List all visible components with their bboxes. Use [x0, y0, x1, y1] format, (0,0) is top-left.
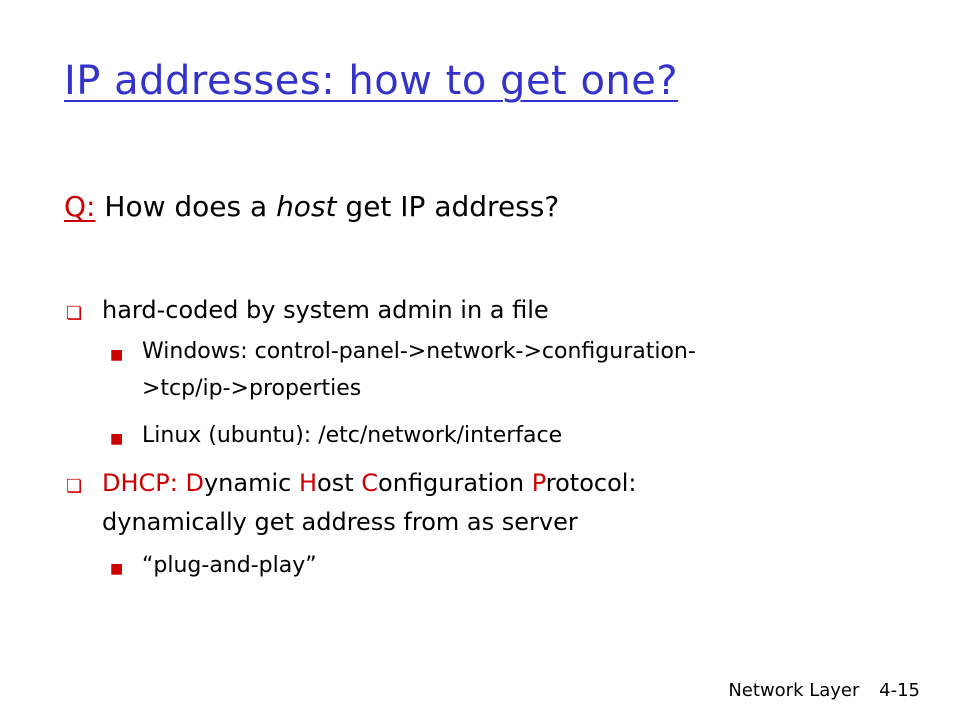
sub-bullet-windows-line2: >tcp/ip->properties: [142, 376, 362, 401]
bullet-dhcp-line2: dynamically get address from as server: [102, 508, 578, 536]
question-text-post: get IP address?: [345, 190, 560, 223]
small-square-bullet-icon: ■: [110, 347, 124, 363]
word-ynamic: ynamic: [203, 469, 292, 497]
page-title: IP addresses: how to get one?: [64, 58, 679, 104]
small-square-bullet-icon: ■: [110, 561, 124, 577]
letter-c: C: [361, 469, 379, 497]
question-line: Q: How does a host get IP address?: [64, 190, 559, 223]
slide-footer: Network Layer 4-15: [728, 680, 920, 701]
letter-d: D: [185, 469, 204, 497]
footer-section: Network Layer: [728, 680, 860, 701]
dhcp-expansion: Dynamic Host Configuration Protocol:: [185, 469, 636, 497]
question-host-word: host: [276, 190, 337, 223]
bullet-dhcp-line1: DHCP: Dynamic Host Configuration Protoco…: [102, 469, 637, 497]
square-bullet-icon: ❏: [66, 303, 83, 324]
question-text-pre: How does a: [104, 190, 268, 223]
small-square-bullet-icon: ■: [110, 431, 124, 447]
sub-bullet-plug-and-play: “plug-and-play”: [142, 553, 317, 578]
word-ost: ost: [317, 469, 354, 497]
bullet-hard-coded: hard-coded by system admin in a file: [102, 296, 549, 324]
question-label: Q:: [64, 190, 96, 223]
sub-bullet-windows-line1: Windows: control-panel->network->configu…: [142, 339, 696, 364]
dhcp-label: DHCP:: [102, 469, 178, 497]
letter-p: P: [531, 469, 546, 497]
word-rotocol: rotocol:: [545, 469, 637, 497]
footer-page-number: 4-15: [879, 680, 920, 701]
word-onfiguration: onfiguration: [378, 469, 525, 497]
letter-h: H: [298, 469, 318, 497]
sub-bullet-linux: Linux (ubuntu): /etc/network/interface: [142, 423, 563, 448]
square-bullet-icon: ❏: [66, 476, 83, 497]
